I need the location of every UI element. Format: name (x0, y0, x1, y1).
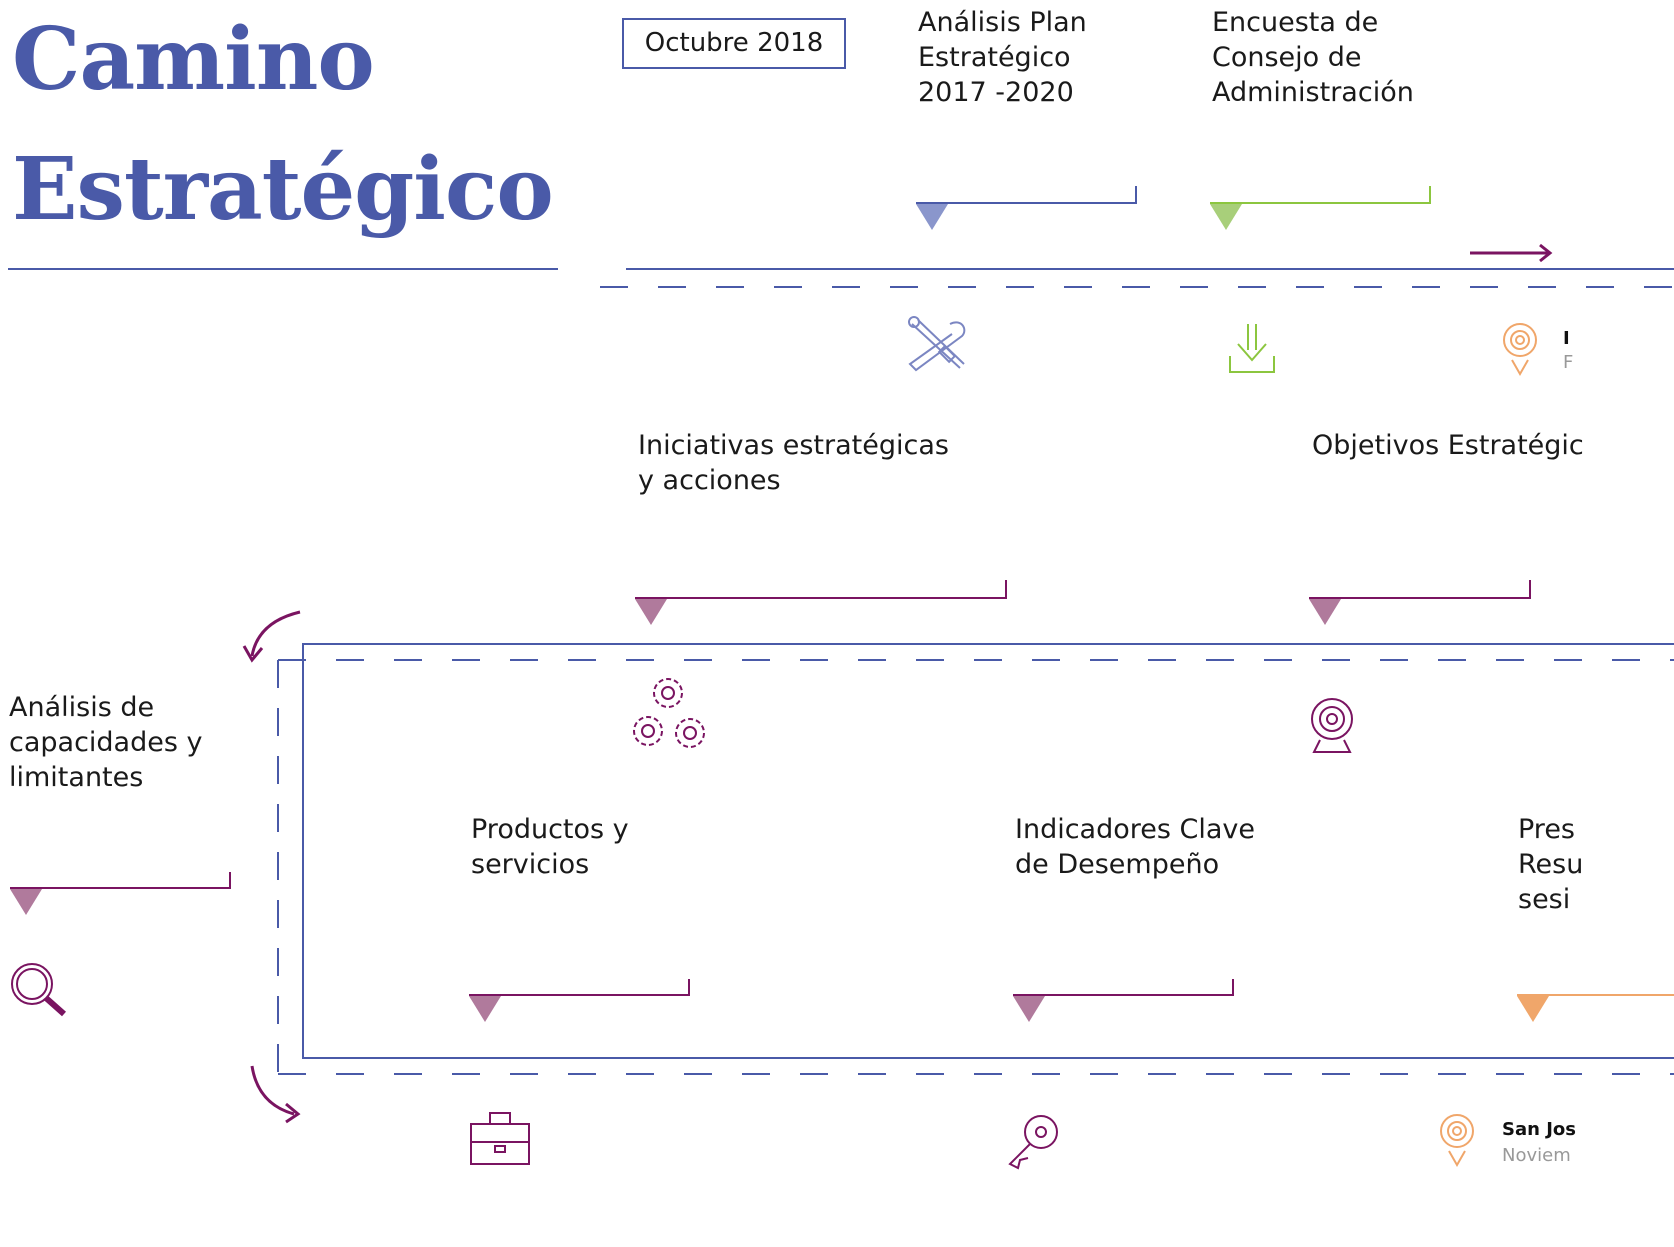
step-analisis-plan-label: Análisis Plan Estratégico 2017 -2020 (918, 7, 1087, 108)
marker-analisis-plan (916, 186, 1137, 230)
date-badge: Octubre 2018 (622, 18, 846, 69)
loop-box-solid (302, 643, 1674, 1059)
location-pin-icon (1440, 1114, 1474, 1168)
marker-objetivos (1309, 580, 1531, 625)
location-bottom-date: Noviem (1502, 1145, 1571, 1166)
download-icon (1229, 324, 1275, 373)
title-line-1: Camino (12, 9, 375, 110)
step-objetivos-label: Objetivos Estratégic (1312, 430, 1584, 461)
step-iniciativas-label: Iniciativas estratégicas y acciones (638, 430, 949, 496)
location-pin-icon (1503, 323, 1537, 377)
location-top-place: I (1563, 328, 1570, 349)
step-indicadores-label: Indicadores Clave de Desempeño (1015, 814, 1256, 880)
marker-encuesta (1210, 186, 1431, 230)
marker-productos (469, 979, 690, 1022)
magnifier-icon (11, 963, 66, 1017)
location-top-date: F (1563, 352, 1574, 373)
arrow-right-icon (1470, 243, 1553, 263)
marker-iniciativas (635, 580, 1007, 625)
marker-presentacion (1517, 994, 1674, 1022)
marker-capacidades (10, 872, 231, 915)
title-line-2: Estratégico (12, 139, 554, 240)
step-productos-label: Productos y servicios (471, 814, 629, 880)
key-icon (1008, 1115, 1058, 1170)
webcam-icon (1311, 698, 1353, 753)
page-title: Camino Estratégico (12, 8, 554, 242)
step-encuesta-label: Encuesta de Consejo de Administración (1212, 7, 1414, 108)
marker-indicadores (1013, 979, 1234, 1022)
step-capacidades-label: Análisis de capacidades y limitantes (9, 692, 203, 793)
curved-arrow-bottom-icon (250, 1065, 301, 1124)
step-presentacion-label: Pres Resu sesi (1518, 814, 1584, 915)
gears-icon (633, 678, 705, 748)
toolbox-icon (470, 1112, 530, 1165)
location-bottom-place: San Jos (1502, 1119, 1576, 1140)
tools-icon (908, 316, 966, 372)
curved-arrow-top-icon (242, 610, 301, 663)
